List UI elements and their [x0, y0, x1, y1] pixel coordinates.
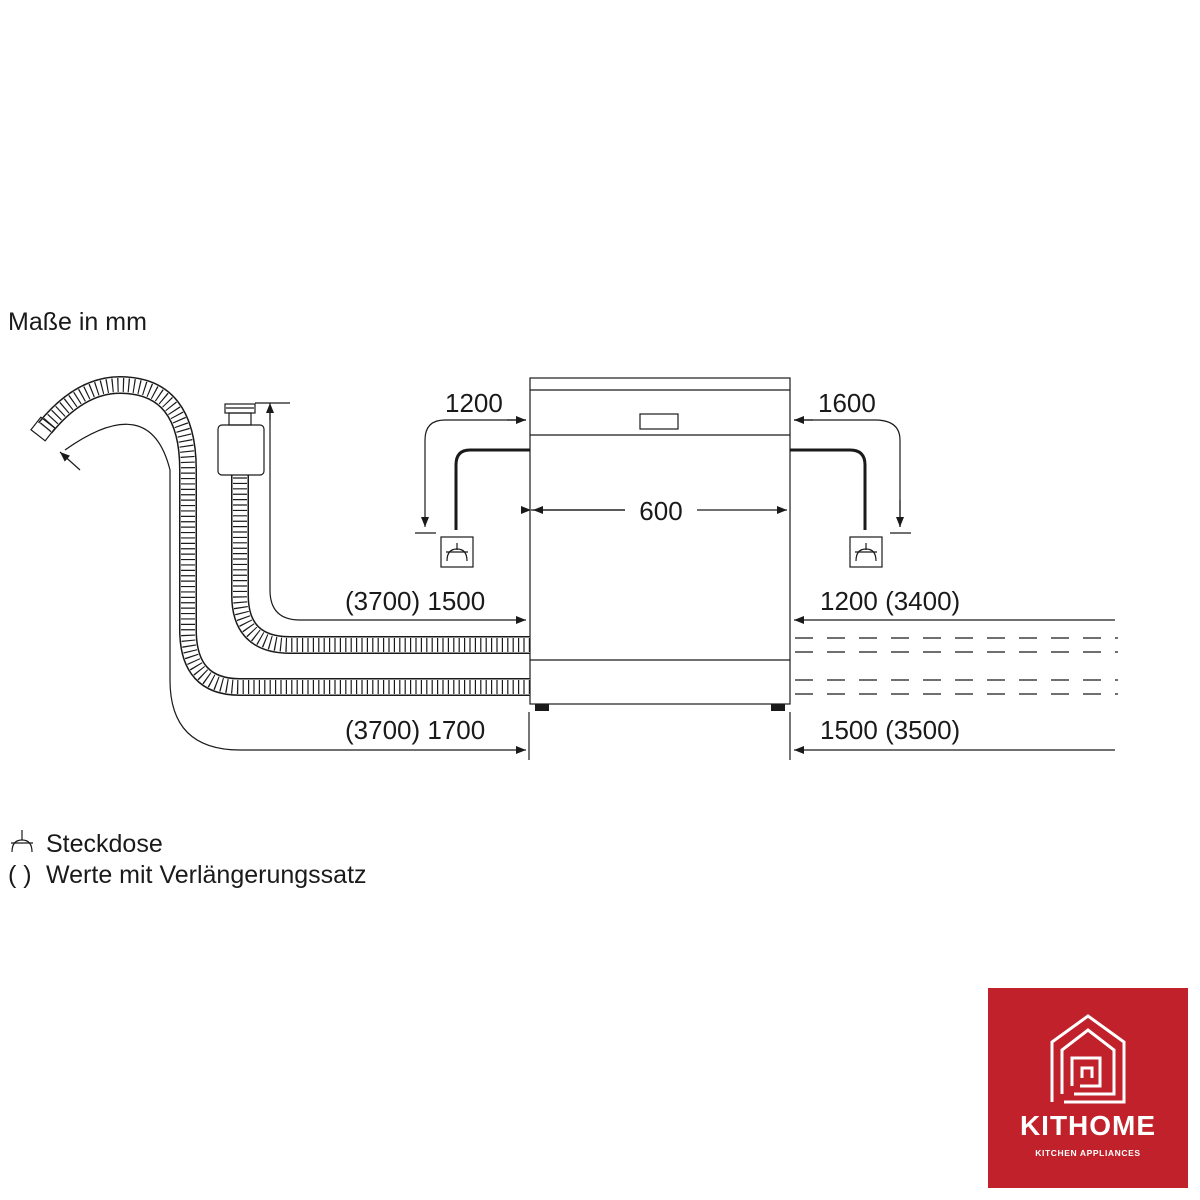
right-foot: [771, 704, 785, 711]
left-foot: [535, 704, 549, 711]
house-logo-icon: [1050, 1014, 1126, 1104]
dishwasher-body: [529, 377, 791, 711]
right-socket-icon: [849, 536, 883, 568]
hose-right-lower-label: 1500 (3500): [820, 715, 960, 745]
legend-paren-symbol: ( ): [8, 861, 32, 889]
left-socket-icon: [440, 536, 474, 568]
cable-left-label: 1200: [445, 388, 503, 418]
water-valve-icon: [217, 403, 265, 476]
width-label: 600: [639, 496, 682, 526]
logo-tagline: KITCHEN APPLIANCES: [1035, 1148, 1141, 1158]
hose-left-lower-label: (3700) 1700: [345, 715, 485, 745]
hose-right-upper-label: 1200 (3400): [820, 586, 960, 616]
left-hose-dimensions: (3700) 1500 (3700) 1700: [59, 402, 530, 760]
right-hose-dimensions: 1200 (3400) 1500 (3500): [789, 586, 1118, 760]
left-power-cable: 1200: [415, 388, 530, 568]
hose-left-upper-label: (3700) 1500: [345, 586, 485, 616]
units-note: Maße in mm: [8, 308, 147, 336]
drain-hose-end-icon: [30, 416, 56, 442]
drain-hose: [30, 375, 530, 696]
inlet-hose: [217, 403, 530, 654]
control-panel-display: [639, 413, 679, 430]
legend: Steckdose ( ) Werte mit Verlängerungssat…: [8, 830, 367, 889]
legend-socket-label: Steckdose: [46, 830, 163, 858]
socket-legend-icon: [11, 830, 33, 853]
cable-right-label: 1600: [818, 388, 876, 418]
right-power-cable: 1600: [790, 388, 911, 568]
kithome-logo: KITHOME KITCHEN APPLIANCES: [988, 988, 1188, 1188]
logo-brand: KITHOME: [1019, 1110, 1157, 1141]
legend-paren-label: Werte mit Verlängerungssatz: [46, 861, 367, 889]
width-dimension: 600: [521, 496, 787, 526]
